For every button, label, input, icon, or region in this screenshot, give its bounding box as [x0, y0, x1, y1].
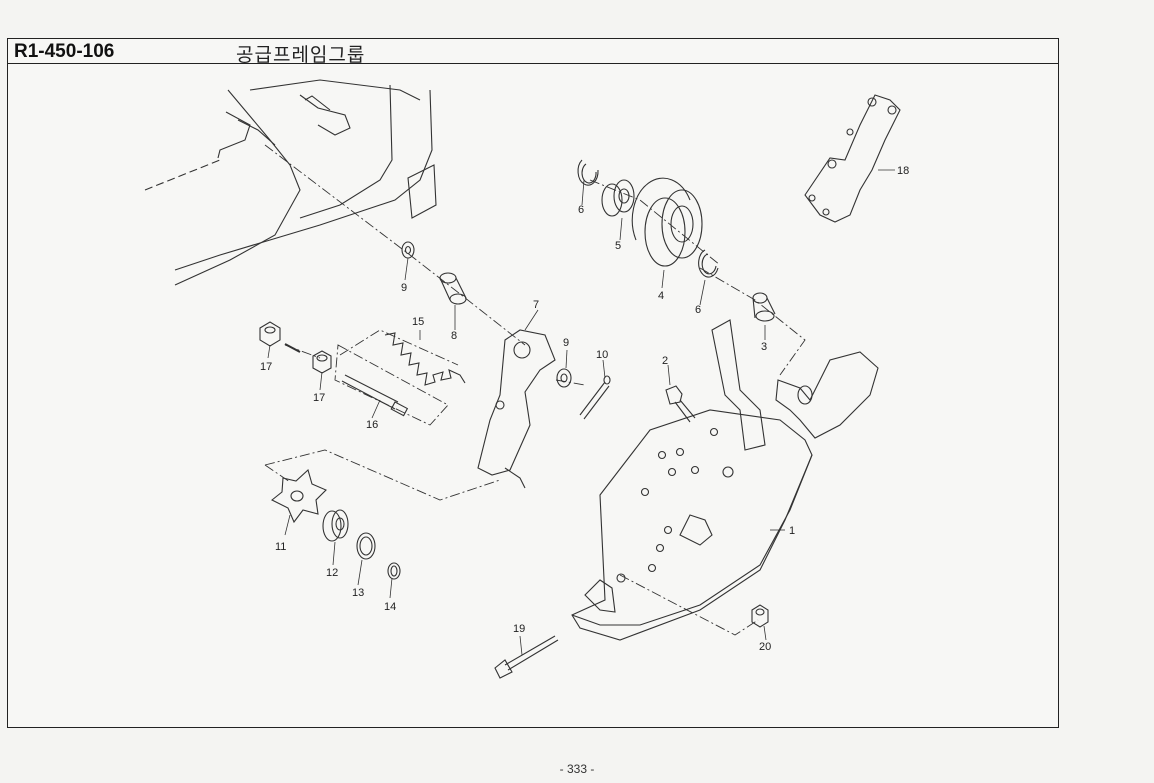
- callout-18: 18: [897, 165, 909, 177]
- part-18-chain-links: [804, 94, 901, 223]
- callout-5: 5: [615, 240, 621, 252]
- page-number: - 333 -: [559, 762, 595, 776]
- part-19-long-bolt: [494, 635, 559, 679]
- callout-16: 16: [366, 419, 378, 431]
- part-group-title: 공급프레임그룹: [236, 44, 366, 66]
- header-bar: R1-450-106 공급프레임그룹: [8, 39, 1058, 66]
- part-group-code: R1-450-106: [14, 41, 115, 62]
- callout-3: 3: [761, 341, 767, 353]
- part-1-supply-plate: [571, 319, 879, 641]
- part-2-bolt: [665, 385, 696, 423]
- diagram-frame: R1-450-106 공급프레임그룹: [7, 38, 1059, 728]
- callout-11: 11: [275, 541, 286, 553]
- callout-9-upper: 9: [401, 282, 407, 294]
- part-17-nuts: [259, 321, 332, 374]
- machine-frame-outline: [144, 79, 437, 286]
- part-7-bracket: [477, 329, 556, 489]
- callout-19: 19: [513, 623, 525, 635]
- callout-7: 7: [533, 299, 539, 311]
- callout-12: 12: [326, 567, 338, 579]
- part-15-spring: [384, 332, 466, 386]
- callout-leaders: [267, 169, 895, 656]
- part-20-nut: [751, 604, 769, 628]
- callout-13: 13: [352, 587, 364, 599]
- part-3-sleeve: [752, 292, 776, 322]
- callout-numbers: 1 2 3 4 5 6 6 7 8 9 9 10 11 12 13 14 15 …: [260, 165, 909, 653]
- callout-17-upper: 17: [260, 361, 272, 373]
- callout-20: 20: [759, 641, 771, 653]
- callout-8: 8: [451, 330, 457, 342]
- parts-4-5-6-roller-set: [577, 159, 719, 278]
- callout-4: 4: [658, 290, 664, 302]
- part-11-star-knob: [270, 468, 327, 524]
- part-9-washer-upper: [401, 241, 415, 259]
- callout-17-lower: 17: [313, 392, 325, 404]
- callout-9-lower: 9: [563, 337, 569, 349]
- part-16-adjust-bolt: [341, 374, 409, 417]
- part-9-washer-lower: [556, 368, 572, 388]
- callout-6-lower: 6: [695, 304, 701, 316]
- callout-1: 1: [789, 525, 795, 537]
- callout-2: 2: [662, 355, 668, 367]
- callout-15: 15: [412, 316, 424, 328]
- parts-12-13-14-bearing-set: [322, 509, 401, 580]
- part-10-cotter-pin: [579, 375, 611, 420]
- callout-14: 14: [384, 601, 396, 613]
- part-8-bushing: [439, 272, 467, 305]
- callout-10: 10: [596, 349, 608, 361]
- callout-6-upper: 6: [578, 204, 584, 216]
